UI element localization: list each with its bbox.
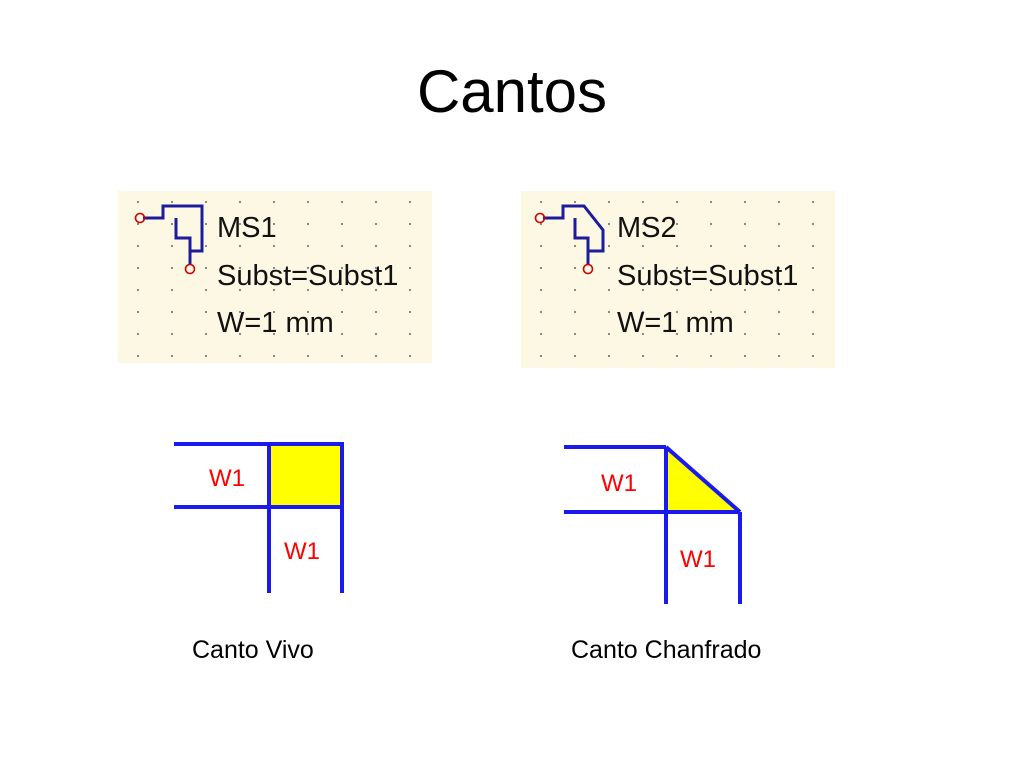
sharp-bend-leads	[143, 216, 192, 264]
chamfered-corner-diagram: W1 W1	[564, 445, 742, 604]
caption-chamfered-corner: Canto Chanfrado	[571, 636, 762, 664]
substrate-param: Subst=Subst1	[617, 260, 799, 292]
width-label-vertical: W1	[680, 546, 716, 573]
bend-symbol-sharp	[134, 204, 204, 275]
width-label-vertical: W1	[284, 538, 320, 565]
schematic-ms2: MS2 Subst=Subst1 W=1 mm	[521, 191, 835, 368]
schematic-ms1: MS1 Subst=Subst1 W=1 mm	[118, 191, 432, 363]
chamfered-bend-leads	[543, 216, 590, 264]
port-2-pin	[582, 263, 594, 275]
chamfered-bend-outline	[549, 204, 605, 253]
caption-sharp-corner: Canto Vivo	[192, 636, 314, 664]
component-name: MS1	[217, 212, 277, 244]
sharp-bend-outline	[150, 204, 204, 253]
component-name: MS2	[617, 212, 677, 244]
sharp-corner-diagram: W1 W1	[174, 442, 344, 593]
bend-symbol-chamfered	[534, 204, 605, 275]
width-label-horizontal: W1	[209, 465, 245, 492]
chamfer-edge	[664, 445, 742, 514]
port-2-pin	[184, 263, 196, 275]
width-label-horizontal: W1	[601, 470, 637, 497]
port-1-pin	[134, 212, 146, 224]
corner-fill-square	[269, 444, 342, 507]
page-title: Cantos	[416, 58, 608, 125]
port-1-pin	[534, 212, 546, 224]
substrate-param: Subst=Subst1	[217, 260, 399, 292]
width-param: W=1 mm	[617, 307, 734, 339]
width-param: W=1 mm	[217, 307, 334, 339]
